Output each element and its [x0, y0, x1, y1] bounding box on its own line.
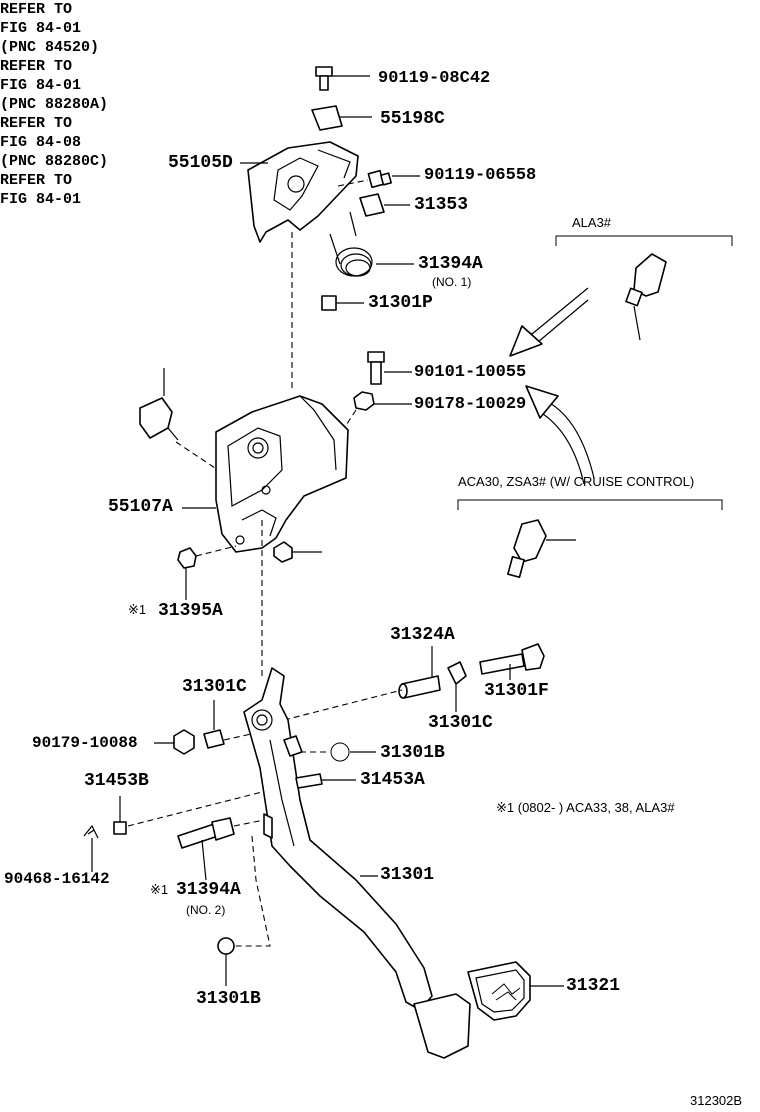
label-31301B-mid: 31301B [380, 743, 445, 763]
pad-31321-part [467, 961, 564, 1021]
figure-number: 312302B [690, 1093, 743, 1108]
pedal-31301-part [243, 667, 471, 1059]
label-no2: (NO. 2) [186, 903, 226, 917]
switch-88280A-part [555, 235, 733, 341]
nut-31395A-part [177, 545, 237, 600]
label-31395A: 31395A [158, 601, 223, 621]
clip-55198C-part [311, 105, 372, 131]
label-31321: 31321 [566, 976, 621, 996]
bolt-31453A-part [295, 773, 356, 789]
nut-90179-10088-part [154, 729, 195, 755]
label-55198C: 55198C [380, 109, 445, 129]
label-55105D: 55105D [168, 153, 233, 173]
label-31353: 31353 [414, 195, 469, 215]
note-cruise-control: ACA30, ZSA3# (W/ CRUISE CONTROL) [458, 474, 695, 489]
label-31324A: 31324A [390, 625, 455, 645]
label-31301C-right: 31301C [428, 713, 493, 733]
label-90468-16142: 90468-16142 [4, 870, 110, 888]
bushing-31453B-part [113, 791, 263, 835]
mark-1-b: ※1 [150, 882, 169, 897]
label-no1: (NO. 1) [432, 275, 472, 289]
spring-31394A-part [329, 211, 414, 277]
switch-84520-part [139, 368, 219, 471]
bolt-90119-08C42-part [315, 66, 370, 91]
clip-90468-16142-part [83, 824, 99, 872]
reference-pnc-88280C: REFER TO FIG 84-08 (PNC 88280C) [0, 115, 109, 170]
reference-pnc-84520: REFER TO FIG 84-01 (PNC 84520) [0, 1, 100, 56]
label-55107A: 55107A [108, 497, 173, 517]
label-31394A-bottom: 31394A [176, 880, 241, 900]
label-31301F: 31301F [484, 681, 549, 701]
footnote-mark-1: ※1 (0802- ) ACA33, 38, ALA3# [496, 800, 675, 815]
label-31301C-left: 31301C [182, 677, 247, 697]
bolt-90119-06558-part [337, 169, 420, 189]
pin-31324A-part [398, 646, 441, 699]
label-31301P: 31301P [368, 293, 433, 313]
ball-31301B-bottom-part [217, 937, 235, 986]
label-90178-10029: 90178-10029 [414, 395, 527, 414]
ball-31301B-mid-part [300, 742, 376, 762]
label-31301: 31301 [380, 865, 435, 885]
dashed-bracket-bottom [234, 813, 273, 947]
label-31301B-bottom: 31301B [196, 989, 261, 1009]
bushing-31301C-right-part [447, 661, 467, 712]
label-90119-08C42: 90119-08C42 [378, 69, 491, 88]
reference-fig-84-01: REFER TO FIG 84-01 [0, 172, 82, 208]
bracket-55105D-part [240, 141, 359, 243]
label-90119-06558: 90119-06558 [424, 166, 537, 185]
switch-88280C-part [457, 499, 723, 579]
bolt-31301F-part [479, 643, 545, 680]
reference-pnc-88280A: REFER TO FIG 84-01 (PNC 88280A) [0, 58, 109, 113]
bolt-90101-10055-part [367, 351, 412, 385]
label-90179-10088: 90179-10088 [32, 734, 138, 752]
label-31394A-top: 31394A [418, 254, 483, 274]
nut-ref-84-01-part [273, 541, 322, 563]
rod-31394A-no2-part [177, 817, 265, 881]
bushing-31301P-part [321, 295, 364, 311]
note-ala3: ALA3# [572, 215, 612, 230]
label-31453B: 31453B [84, 771, 149, 791]
bracket-55107A-part [182, 395, 349, 553]
arrow-lower-part [525, 385, 595, 485]
mark-1-a: ※1 [128, 602, 147, 617]
arrow-upper-part [509, 287, 589, 357]
label-90101-10055: 90101-10055 [414, 363, 527, 382]
clip-31353-part [359, 193, 410, 217]
label-31453A: 31453A [360, 770, 425, 790]
